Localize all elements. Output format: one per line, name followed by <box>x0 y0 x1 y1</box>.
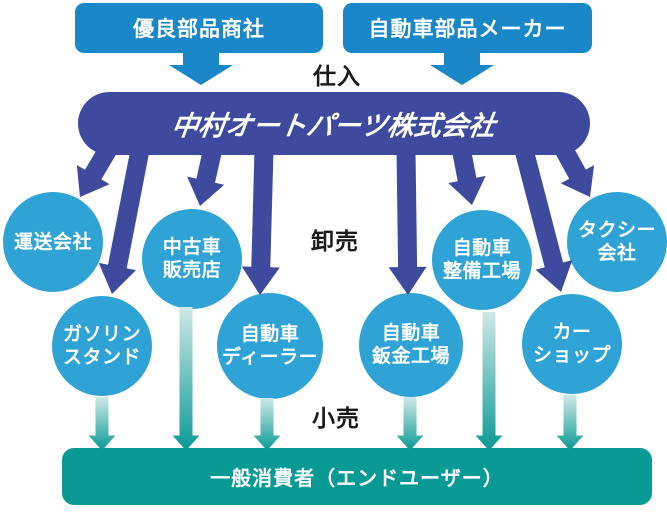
circle-car-dealer: 自動車 ディーラー <box>217 293 323 399</box>
circle-label: 自動車 <box>240 324 300 345</box>
circle-label: 運送会社 <box>13 231 92 253</box>
supplier-label-parts-trading: 優良部品商社 <box>133 18 265 41</box>
circle-label: スタンド <box>62 347 141 368</box>
circle-label: 整備工場 <box>442 261 521 282</box>
supplier-box-parts-trading: 優良部品商社 <box>75 3 323 53</box>
stage-label-purchase: 仕入 <box>313 63 361 89</box>
circle-label: カー <box>552 322 592 343</box>
circle-label: ディーラー <box>221 347 319 368</box>
circle-label: 販売店 <box>162 260 222 281</box>
circle-car-shop: カー ショップ <box>522 294 622 394</box>
circle-taxi-company: タクシー 会社 <box>567 192 667 292</box>
stage-label-wholesale: 卸売 <box>311 228 359 254</box>
circle-auto-body-shop: 自動車 鈑金工場 <box>359 293 463 397</box>
wholesale-arrow-car-dealer-icon <box>241 149 280 295</box>
circle-used-car-dealer: 中古車 販売店 <box>142 209 242 309</box>
wholesale-arrow-auto-maintenance-factory-icon <box>448 146 486 205</box>
consumer-label: 一般消費者（エンドユーザー） <box>210 468 504 490</box>
retail-arrow-car-shop-icon <box>556 395 584 451</box>
company-pill: 中村オートパーツ株式会社 <box>78 92 590 155</box>
retail-arrow-auto-body-shop-icon <box>396 397 424 451</box>
circle-label: 中古車 <box>162 237 222 258</box>
company-name: 中村オートパーツ株式会社 <box>169 111 498 141</box>
retail-arrow-used-car-dealer-icon <box>172 307 200 451</box>
retail-arrow-gas-station-icon <box>88 397 116 451</box>
circle-label: 自動車 <box>452 238 512 259</box>
circle-gas-station: ガソリン スタンド <box>52 296 152 396</box>
circle-label: ガソリン <box>62 324 141 345</box>
stage-label-retail: 小売 <box>312 405 360 431</box>
circle-label: 鈑金工場 <box>371 346 450 367</box>
retail-arrow-car-dealer-icon <box>253 398 281 451</box>
supplier-label-parts-maker: 自動車部品メーカー <box>368 18 567 41</box>
retail-arrow-auto-maintenance-factory-icon <box>475 312 503 451</box>
circle-transport-company: 運送会社 <box>3 192 103 292</box>
wholesale-arrow-auto-body-shop-icon <box>388 149 427 295</box>
circle-label: タクシー <box>577 220 656 241</box>
supply-arrow-parts-trading-icon <box>169 52 233 85</box>
circle-label: 自動車 <box>381 323 441 344</box>
wholesale-arrow-gas-station-icon <box>98 148 150 294</box>
circle-label: ショップ <box>532 345 611 366</box>
consumer-bar: 一般消費者（エンドユーザー） <box>62 448 652 505</box>
supply-arrow-parts-maker-icon <box>430 52 494 85</box>
supplier-box-parts-maker: 自動車部品メーカー <box>343 3 592 53</box>
circle-label: 会社 <box>597 243 637 264</box>
circle-auto-maintenance-factory: 自動車 整備工場 <box>432 210 532 310</box>
